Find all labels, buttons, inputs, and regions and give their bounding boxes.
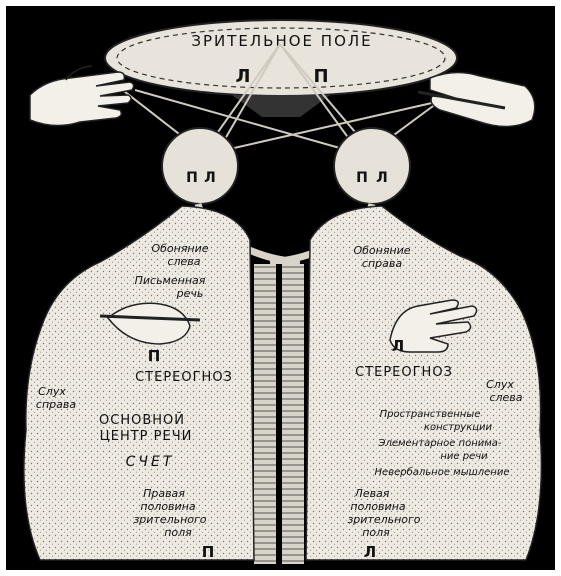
left-hearing-line2: справа	[36, 398, 76, 411]
left-field-line1: Правая	[143, 487, 185, 500]
right-hearing-line2: слева	[489, 391, 522, 404]
left-hearing-line1: Слух	[38, 385, 66, 398]
right-hearing-line1: Слух	[486, 378, 514, 391]
right-eye-mark-a: П	[356, 170, 368, 186]
left-smell-line1: Обоняние	[151, 242, 208, 255]
right-stereognosis: СТЕРЕОГНОЗ	[355, 365, 453, 380]
left-eye-mark-b: Л	[204, 170, 216, 186]
left-smell-line2: слева	[167, 255, 200, 268]
left-field-line2: половина	[140, 500, 196, 513]
left-counting: СЧЕТ	[126, 454, 175, 470]
right-smell-line2: справа	[362, 257, 402, 270]
right-smell-line1: Обоняние	[353, 244, 410, 257]
right-field-line2: половина	[350, 500, 406, 513]
right-eye-ball	[334, 128, 410, 204]
right-nonverbal: Невербальное мышление	[375, 466, 510, 478]
left-speech-center-line1: ОСНОВНОЙ	[99, 412, 185, 428]
right-eye: П Л	[334, 128, 410, 204]
left-writing-line1: Письменная	[135, 274, 206, 287]
right-spatial-line1: Пространственные	[380, 409, 481, 420]
corpus-callosum-divider	[276, 264, 282, 564]
left-eye-ball	[162, 128, 238, 204]
left-field-mark: П	[202, 543, 215, 561]
right-eye-mark-b: Л	[376, 170, 388, 186]
visual-field-left-mark: Л	[236, 66, 251, 87]
left-field-line3: зрительного	[133, 513, 206, 526]
left-field-line4: поля	[164, 526, 192, 539]
left-speech-center-line2: ЦЕНТР РЕЧИ	[100, 429, 193, 444]
left-hand-mark: П	[148, 347, 161, 365]
left-writing-line2: речь	[176, 287, 204, 300]
left-eye: П Л	[162, 128, 238, 204]
right-elementary-line2: ние речи	[440, 451, 488, 462]
right-hand-mark: Л	[392, 337, 404, 355]
right-field-line1: Левая	[354, 487, 390, 500]
visual-field-right-mark: П	[313, 66, 328, 87]
right-field-line3: зрительного	[347, 513, 420, 526]
right-field-line4: поля	[362, 526, 390, 539]
right-elementary-line1: Элементарное понима-	[377, 438, 501, 449]
left-eye-mark-a: П	[186, 170, 198, 186]
right-field-mark: Л	[364, 543, 376, 561]
left-stereognosis: СТЕРЕОГНОЗ	[135, 370, 233, 385]
right-spatial-line2: конструкции	[424, 422, 493, 433]
